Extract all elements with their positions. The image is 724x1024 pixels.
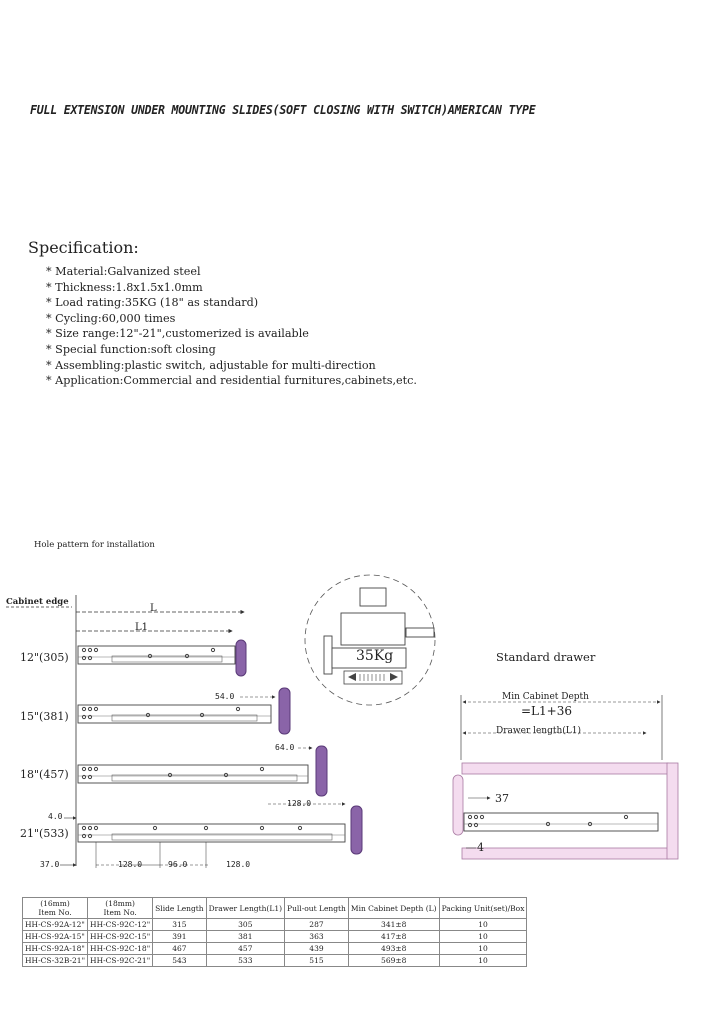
table-cell: 533 (205, 954, 286, 967)
dim-64: 64.0 (275, 743, 295, 752)
spec-item-special-function: Special function:soft closing (46, 342, 417, 358)
load-label: 35Kg (356, 648, 394, 664)
size-18-label: 18"(457) (20, 768, 69, 781)
dim-L1-label: L1 (135, 622, 149, 633)
header-packing-unit: Packing Unit(set)/Box (438, 897, 528, 919)
header-drawer-length: Drawer Length(L1) (205, 897, 286, 919)
dim-4: 4.0 (48, 812, 63, 821)
table-cell: HH-CS-92A-15" (21, 930, 89, 943)
slide-18 (77, 745, 328, 797)
table-cell: 305 (205, 918, 286, 931)
hole-pattern-label: Hole pattern for installation (34, 540, 155, 550)
specification-heading: Specification: (28, 238, 139, 257)
table-cell: HH-CS-92C-21" (87, 954, 154, 967)
table-cell: 10 (438, 930, 528, 943)
dim-128-top: 128.0 (287, 799, 312, 808)
table-cell: 515 (284, 954, 349, 967)
table-row: HH-CS-92A-15" HH-CS-92C-15" 391 381 363 … (21, 930, 528, 943)
spec-table: (16mm) Item No. (18mm) Item No. Slide Le… (21, 897, 528, 967)
header-item-16mm: (16mm) Item No. (21, 897, 89, 919)
table-cell: 287 (284, 918, 349, 931)
drawer-dim-4: 4 (477, 841, 484, 854)
table-row: HH-CS-32B-21" HH-CS-92C-21" 543 533 515 … (21, 954, 528, 967)
dim-96: 96.0 (168, 860, 188, 869)
standard-drawer-diagram (452, 695, 679, 860)
spec-item-application: Application:Commercial and residential f… (46, 373, 417, 389)
standard-drawer-title: Standard drawer (496, 650, 596, 664)
table-cell: 457 (205, 942, 286, 955)
table-cell: 493±8 (347, 942, 440, 955)
dim-37: 37.0 (40, 860, 60, 869)
table-header-row: (16mm) Item No. (18mm) Item No. Slide Le… (21, 897, 528, 919)
table-row: HH-CS-92A-12" HH-CS-92C-12" 315 305 287 … (21, 918, 528, 931)
min-cabinet-depth-label: Min Cabinet Depth (502, 692, 589, 702)
spec-item-thickness: Thickness:1.8x1.5x1.0mm (46, 280, 417, 296)
drawer-length-label: Drawer length(L1) (496, 726, 581, 736)
dim-54: 54.0 (215, 692, 235, 701)
spec-item-assembling: Assembling:plastic switch, adjustable fo… (46, 358, 417, 374)
size-15-label: 15"(381) (20, 710, 69, 723)
table-cell: 10 (438, 918, 528, 931)
table-cell: HH-CS-32B-21" (21, 954, 89, 967)
table-cell: 569±8 (347, 954, 440, 967)
cabinet-edge-label: Cabinet edge (6, 597, 69, 607)
header-slide-length: Slide Length (152, 897, 207, 919)
depth-formula: =L1+36 (521, 704, 572, 718)
dim-L-label: L (150, 603, 157, 614)
dim-128-b: 128.0 (226, 860, 251, 869)
table-cell: 417±8 (347, 930, 440, 943)
table-cell: HH-CS-92C-15" (87, 930, 154, 943)
size-12-label: 12"(305) (20, 651, 69, 664)
load-circle (304, 574, 436, 706)
table-cell: 315 (152, 918, 207, 931)
table-cell: 467 (152, 942, 207, 955)
slide-21 (77, 805, 363, 855)
table-cell: 363 (284, 930, 349, 943)
table-row: HH-CS-92A-18" HH-CS-92C-18" 467 457 439 … (21, 942, 528, 955)
spec-item-cycling: Cycling:60,000 times (46, 311, 417, 327)
table-cell: 10 (438, 954, 528, 967)
spec-item-load-rating: Load rating:35KG (18" as standard) (46, 295, 417, 311)
table-cell: 381 (205, 930, 286, 943)
table-cell: 543 (152, 954, 207, 967)
table-cell: HH-CS-92A-12" (21, 918, 89, 931)
table-cell: 341±8 (347, 918, 440, 931)
table-cell: 10 (438, 942, 528, 955)
specification-list: Material:Galvanized steel Thickness:1.8x… (46, 264, 417, 389)
spec-item-size-range: Size range:12"-21",customerized is avail… (46, 326, 417, 342)
slide-15 (77, 687, 291, 735)
table-cell: HH-CS-92A-18" (21, 942, 89, 955)
table-cell: 391 (152, 930, 207, 943)
size-21-label: 21"(533) (20, 827, 69, 840)
dim-128-a: 128.0 (118, 860, 143, 869)
drawer-dim-37: 37 (495, 792, 509, 805)
table-cell: HH-CS-92C-18" (87, 942, 154, 955)
header-pullout-length: Pull-out Length (284, 897, 349, 919)
spec-item-material: Material:Galvanized steel (46, 264, 417, 280)
header-item-18mm: (18mm) Item No. (87, 897, 154, 919)
page-title: FULL EXTENSION UNDER MOUNTING SLIDES(SOF… (30, 102, 536, 117)
slide-12 (77, 639, 247, 677)
table-cell: 439 (284, 942, 349, 955)
table-cell: HH-CS-92C-12" (87, 918, 154, 931)
header-min-cabinet-depth: Min Cabinet Depth (L) (347, 897, 440, 919)
